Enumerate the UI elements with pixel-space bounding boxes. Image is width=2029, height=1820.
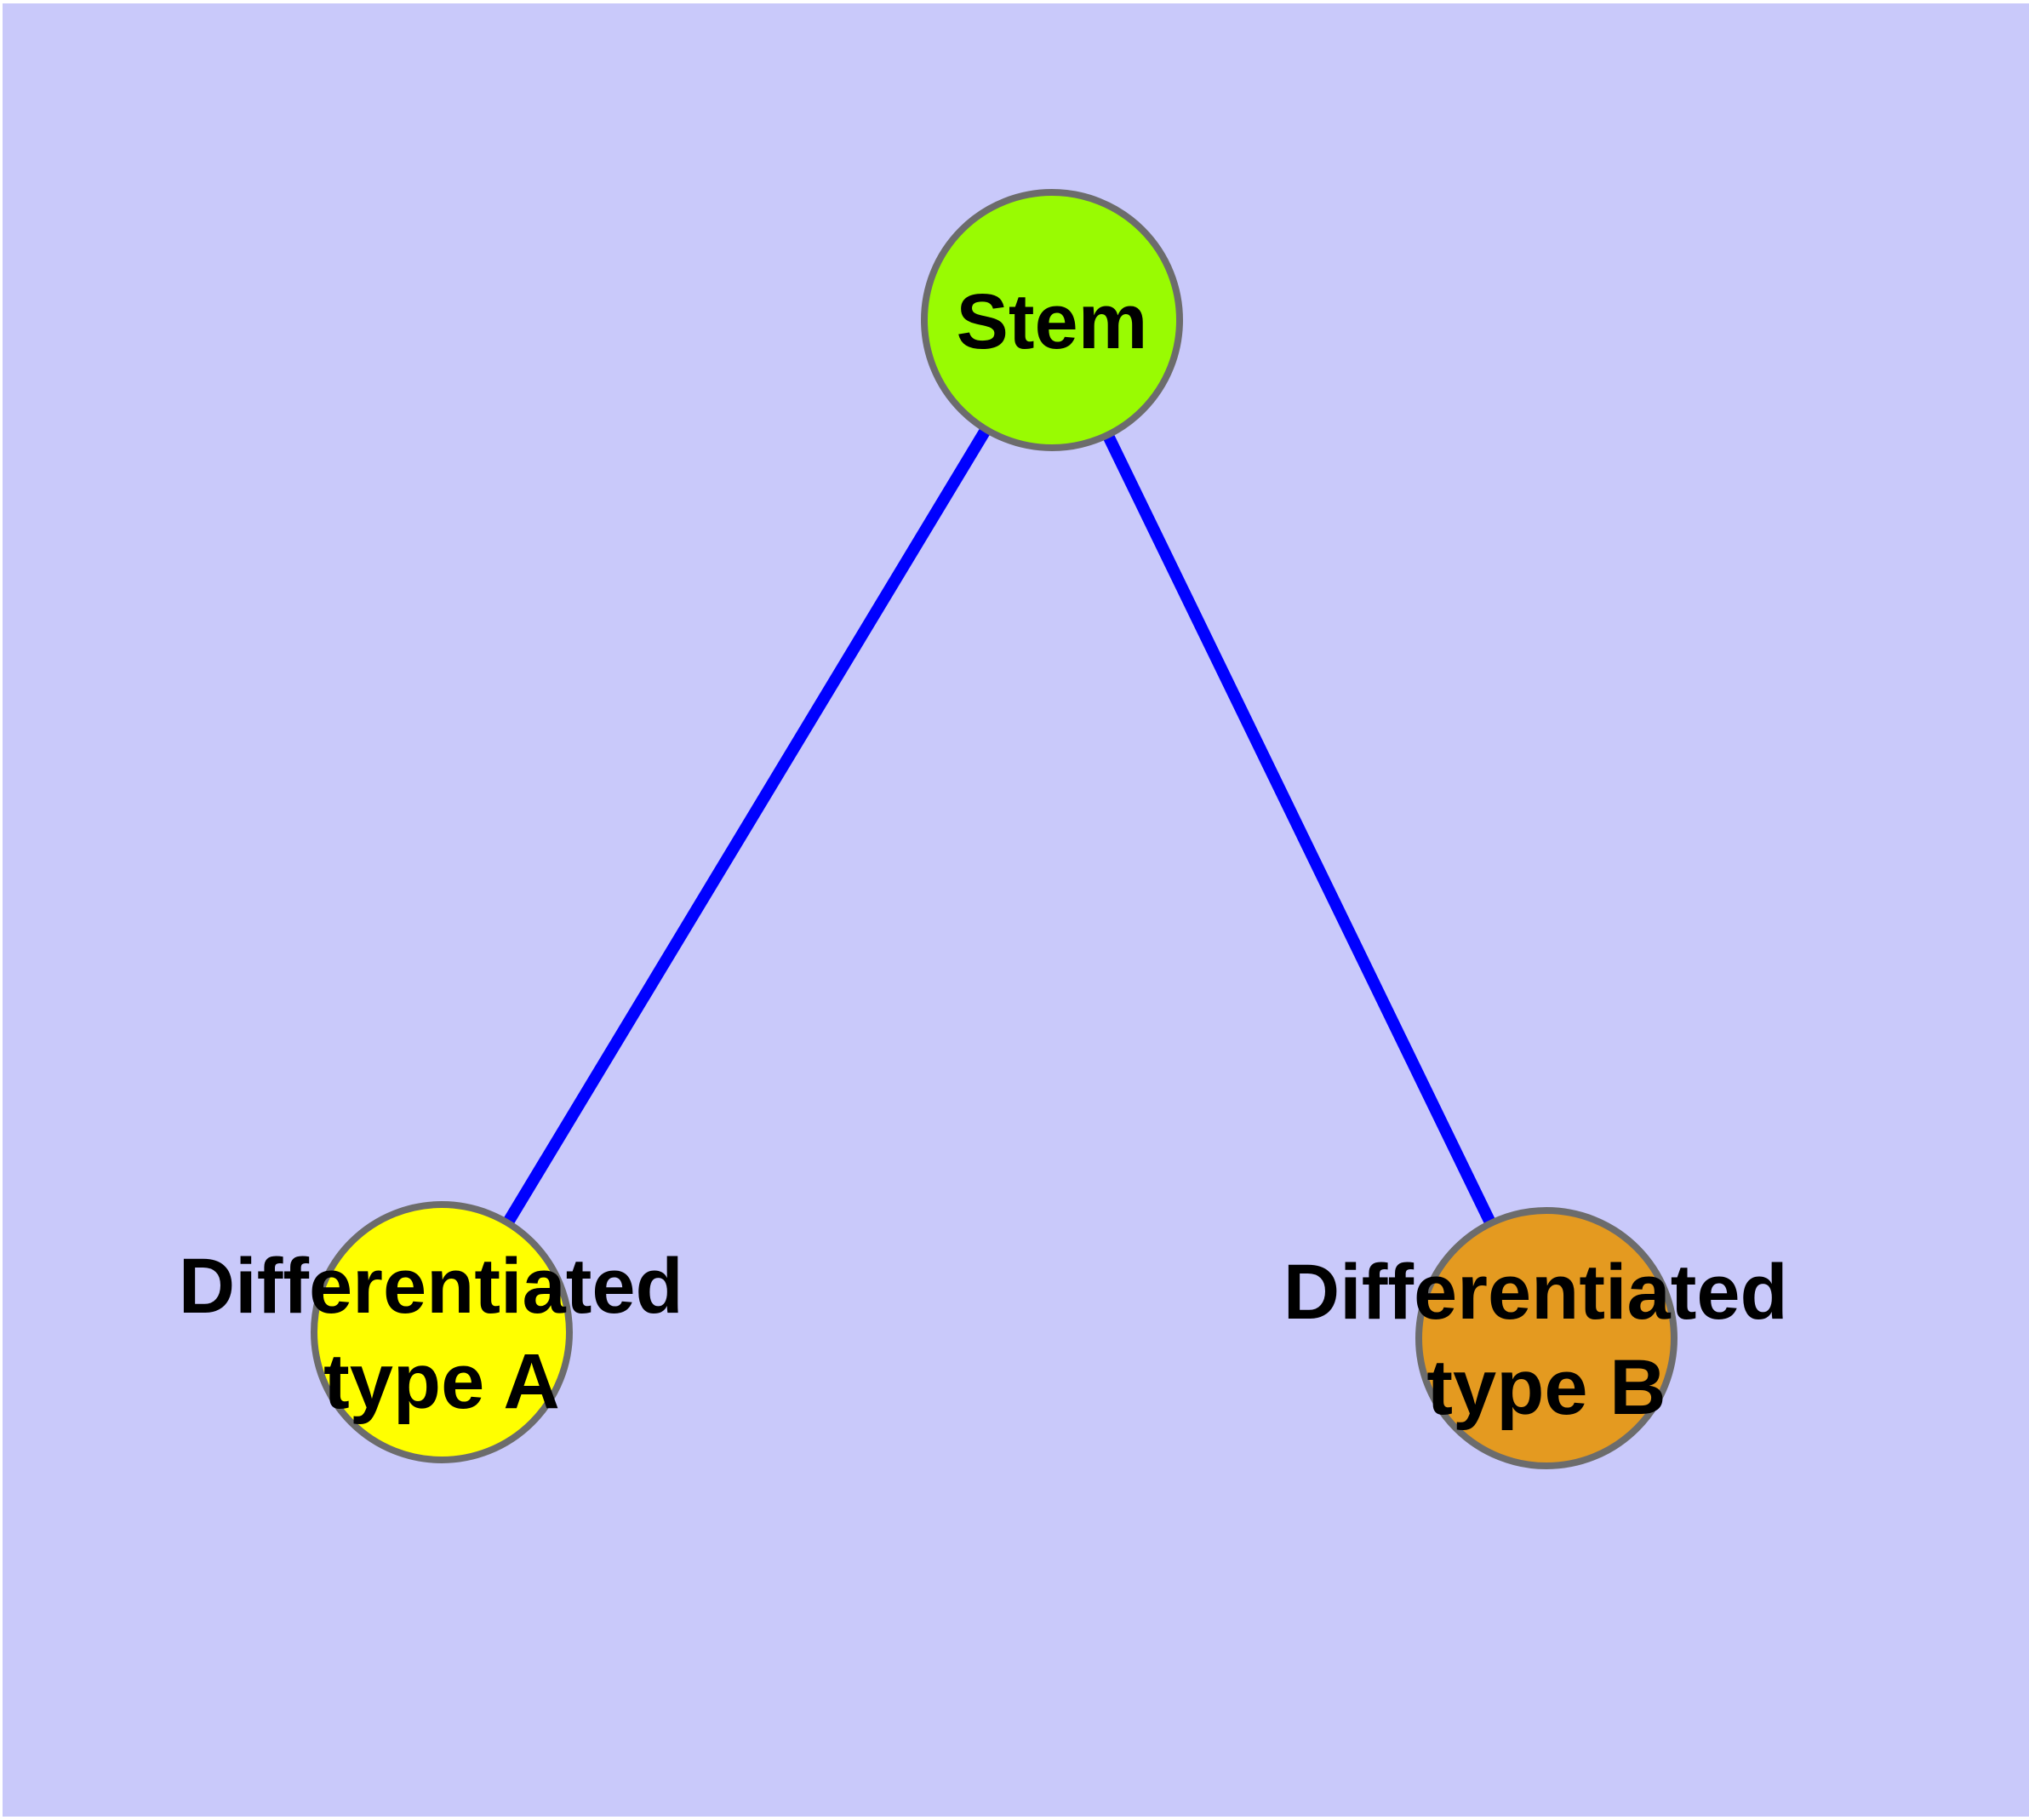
node-differentiated-type-b-label: Differentiated type B [1283, 1249, 1810, 1431]
node-differentiated-type-a: Differentiated type A [179, 1201, 706, 1463]
edge-stem-to-typeA [437, 317, 1057, 1336]
edge-stem-to-typeB [1046, 317, 1552, 1342]
node-stem: Stem [921, 189, 1183, 451]
node-differentiated-type-a-circle [311, 1201, 573, 1463]
node-stem-label-line: Stem [957, 278, 1148, 365]
node-differentiated-type-a-label: Differentiated type A [179, 1243, 706, 1425]
node-differentiated-type-b: Differentiated type B [1283, 1207, 1810, 1469]
node-differentiated-type-b-label-line1: Differentiated [1283, 1249, 1788, 1336]
node-differentiated-type-a-label-line1: Differentiated [179, 1243, 683, 1330]
node-differentiated-type-a-label-line2: type A [323, 1338, 560, 1425]
node-differentiated-type-b-label-line2: type B [1426, 1344, 1666, 1431]
node-stem-label: Stem [957, 278, 1148, 365]
node-differentiated-type-b-circle [1415, 1207, 1677, 1469]
node-stem-circle [921, 189, 1183, 451]
